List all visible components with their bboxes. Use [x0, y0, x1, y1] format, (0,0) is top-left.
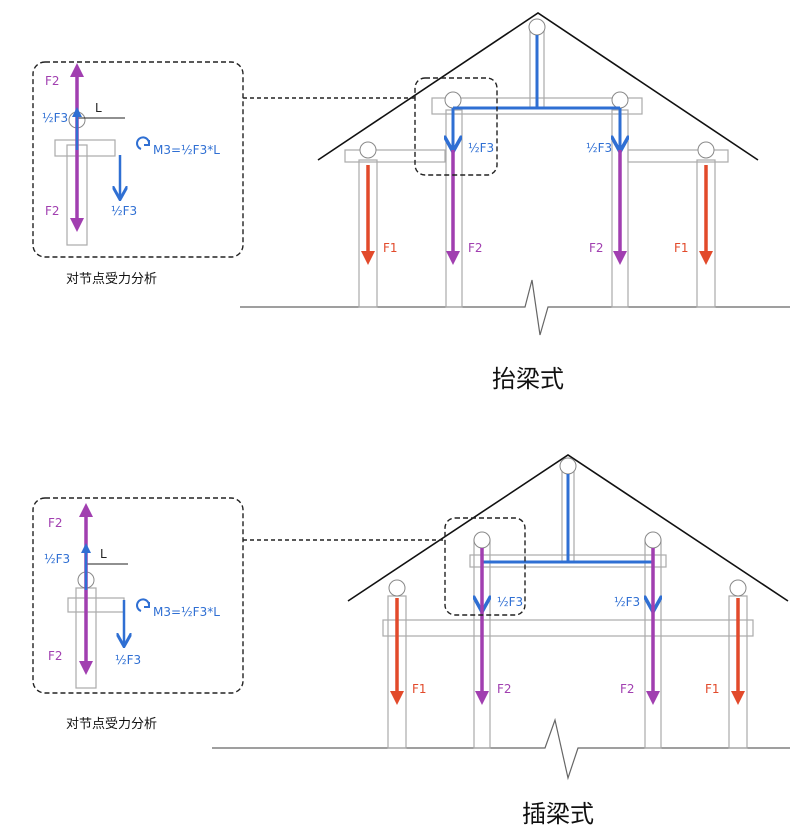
top-inset-caption: 对节点受力分析 [66, 272, 157, 287]
top-inset [32, 61, 244, 258]
top-f2-right-label: F2 [589, 241, 604, 255]
bottom-inset-caption: 对节点受力分析 [66, 717, 157, 732]
bottom-f2-right-label: F2 [620, 682, 635, 696]
top-diagram: ½F3 ½F3 F1 F2 F2 F1 F2 ½F3 [32, 12, 790, 393]
top-f1-left-label: F1 [383, 241, 398, 255]
top-inset-moment-label: M3=½F3*L [153, 143, 220, 157]
top-blue-load-path [453, 35, 620, 150]
top-node-highlight [414, 77, 498, 176]
bottom-f3-right-label: ½F3 [614, 595, 640, 609]
bottom-inset-moment-label: M3=½F3*L [153, 605, 220, 619]
bottom-joints [388, 457, 747, 597]
bottom-diagram: ½F3 ½F3 F1 F2 F2 F1 F2 ½F3 L M3=½F3*L ½F… [32, 454, 790, 828]
bottom-f1-left-label: F1 [412, 682, 427, 696]
bottom-beams [382, 554, 754, 637]
top-moment-icon [136, 136, 150, 150]
top-joints [359, 18, 715, 159]
bottom-roof [347, 454, 789, 602]
top-ground-line [240, 279, 790, 336]
top-inset-f3-up-label: ½F3 [42, 111, 68, 125]
bottom-inset-f2-bottom-label: F2 [48, 649, 63, 663]
bottom-inset-f3-down-label: ½F3 [115, 653, 141, 667]
bottom-inset [32, 497, 244, 694]
bottom-moment-icon [136, 598, 150, 612]
bottom-inset-f3-up-label: ½F3 [44, 552, 70, 566]
top-inset-L-label: L [95, 101, 102, 115]
top-caption: 抬梁式 [492, 365, 564, 393]
bottom-f1-right-label: F1 [705, 682, 720, 696]
bottom-caption: 插梁式 [522, 800, 594, 828]
top-inset-f2-bottom-label: F2 [45, 204, 60, 218]
bottom-inset-f2-top-label: F2 [48, 516, 63, 530]
top-f3-left-label: ½F3 [468, 141, 494, 155]
top-f1-right-label: F1 [674, 241, 689, 255]
bottom-f2-left-label: F2 [497, 682, 512, 696]
top-inset-f3-down-label: ½F3 [111, 204, 137, 218]
bottom-f3-left-label: ½F3 [497, 595, 523, 609]
bottom-inset-L-label: L [100, 547, 107, 561]
top-roof [317, 12, 759, 161]
top-f3-right-label: ½F3 [586, 141, 612, 155]
top-f2-left-label: F2 [468, 241, 483, 255]
bottom-ground-line [212, 717, 790, 781]
top-inset-f2-top-label: F2 [45, 74, 60, 88]
bottom-node-highlight [444, 517, 526, 616]
